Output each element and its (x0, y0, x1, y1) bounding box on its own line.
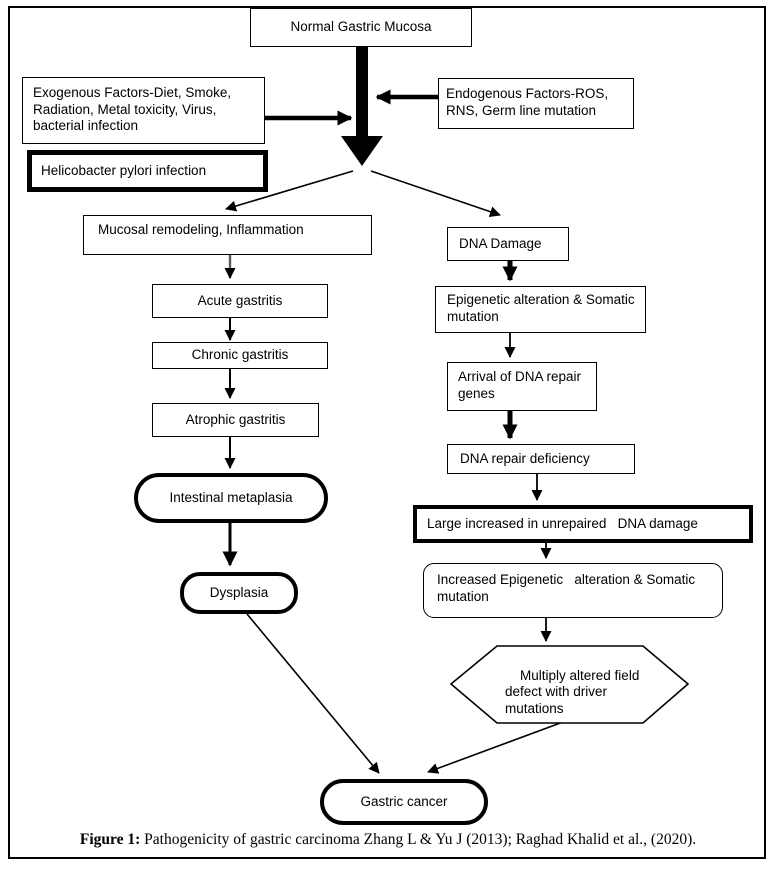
node-label: DNA Damage (459, 235, 542, 251)
node-exogenous-factors: Exogenous Factors-Diet, Smoke, Radiation… (22, 77, 265, 144)
node-dysplasia: Dysplasia (180, 572, 298, 614)
node-increased-epigenetic: Increased Epigenetic alteration & Somati… (423, 563, 723, 618)
node-large-unrepaired-dna-damage: Large increased in unrepaired DNA damage (413, 505, 753, 543)
node-label: Exogenous Factors-Diet, Smoke, Radiation… (33, 85, 232, 134)
node-multiply-altered-field: Multiply altered field defect with drive… (505, 651, 657, 735)
node-normal-gastric-mucosa: Normal Gastric Mucosa (250, 8, 472, 47)
node-label: Endogenous Factors-ROS, RNS, Germ line m… (446, 86, 609, 118)
node-label: Dysplasia (209, 584, 269, 600)
hexagon-shape (449, 645, 690, 724)
node-label: Mucosal remodeling, Inflammation (98, 222, 304, 237)
node-atrophic-gastritis: Atrophic gastritis (152, 403, 319, 437)
figure-border-frame (8, 6, 766, 859)
arrow-dysplasia-to-cancer (246, 613, 380, 774)
node-intestinal-metaplasia: Intestinal metaplasia (134, 473, 328, 523)
node-dna-damage: DNA Damage (447, 227, 569, 261)
node-helicobacter-pylori: Helicobacter pylori infection (27, 150, 268, 192)
node-mucosal-remodeling: Mucosal remodeling, Inflammation (83, 215, 372, 255)
node-label: Multiply altered field defect with drive… (505, 667, 640, 717)
figure-caption-text: Pathogenicity of gastric carcinoma Zhang… (140, 831, 697, 848)
branch-right-arrow (370, 170, 501, 217)
node-label: Atrophic gastritis (185, 411, 286, 427)
arrow-hexagon-to-cancer (427, 721, 564, 774)
node-label: Increased Epigenetic alteration & Somati… (437, 572, 696, 604)
node-label: Helicobacter pylori infection (41, 162, 207, 178)
big-down-arrow (341, 47, 383, 166)
node-acute-gastritis: Acute gastritis (152, 284, 328, 318)
node-dna-repair-deficiency: DNA repair deficiency (447, 444, 635, 474)
node-label: Gastric cancer (360, 793, 448, 809)
node-label: Arrival of DNA repair genes (458, 369, 582, 401)
node-label: Intestinal metaplasia (169, 489, 293, 505)
branch-left-arrow (225, 170, 354, 212)
node-epigenetic-alteration: Epigenetic alteration & Somatic mutation (435, 286, 646, 333)
node-label: Acute gastritis (197, 292, 283, 308)
figure-caption: Figure 1: Pathogenicity of gastric carci… (0, 831, 776, 849)
node-label: Epigenetic alteration & Somatic mutation (447, 292, 635, 324)
node-label: DNA repair deficiency (460, 450, 590, 466)
node-label: Large increased in unrepaired DNA damage (427, 515, 698, 531)
node-endogenous-factors: Endogenous Factors-ROS, RNS, Germ line m… (438, 78, 634, 129)
node-arrival-dna-repair: Arrival of DNA repair genes (447, 362, 597, 411)
node-chronic-gastritis: Chronic gastritis (152, 342, 328, 369)
node-label: Chronic gastritis (191, 347, 289, 363)
node-label: Normal Gastric Mucosa (290, 19, 432, 35)
figure-caption-prefix: Figure 1: (79, 831, 141, 848)
node-gastric-cancer: Gastric cancer (320, 779, 488, 825)
